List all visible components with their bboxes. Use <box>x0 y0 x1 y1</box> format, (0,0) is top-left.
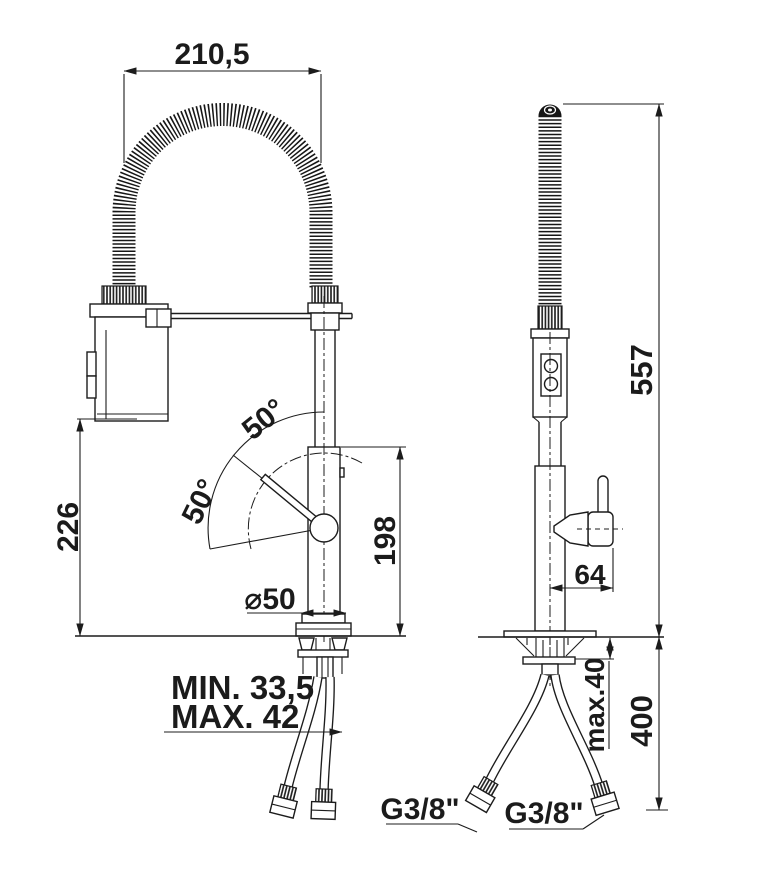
angle-ray-100 <box>209 527 325 550</box>
clamp-wing-left <box>298 637 315 651</box>
spray-button-top <box>86 351 97 377</box>
supply-hoses-side <box>484 673 604 788</box>
spring-cap-center <box>548 108 552 112</box>
hose-connector <box>590 780 620 817</box>
hose-fitting-side <box>537 305 563 330</box>
dim-base-diameter: ⌀50 <box>244 583 295 616</box>
spray-button-icon <box>543 376 559 392</box>
hose-fitting-right <box>311 285 339 304</box>
dim-spout-height: 226 <box>52 502 85 552</box>
front-view: 210,5 50° 50° <box>52 38 406 821</box>
spout-socket <box>310 312 340 331</box>
dim-hose-drop: 400 <box>624 695 659 747</box>
dim-handle-offset: 64 <box>574 559 606 590</box>
side-view: 64 <box>380 103 668 833</box>
base-flange-top <box>301 613 346 624</box>
handle-lever-side <box>597 475 609 515</box>
thread-label-left: G3/8" <box>380 793 459 826</box>
dim-body-height: 198 <box>369 516 402 566</box>
spray-head-body <box>94 316 169 422</box>
dim-hole-min: MIN. 33,5 <box>171 669 314 706</box>
spring-hose-front <box>112 103 333 288</box>
swing-arc-outer <box>207 411 325 550</box>
leader-line <box>582 814 605 830</box>
spout-socket-collar <box>307 302 343 314</box>
dim-total-height: 557 <box>624 344 659 396</box>
head-holder-bracket <box>145 308 172 328</box>
handle-nose <box>553 511 589 547</box>
dim-counter-thickness: max.40 <box>579 658 610 753</box>
hose-connector <box>310 788 337 821</box>
dim-angle-upper: 50° <box>236 393 292 447</box>
spray-button-icon <box>543 358 559 374</box>
clamp-wing-right <box>331 637 348 651</box>
head-taper <box>532 416 568 423</box>
spray-button-bottom <box>86 375 97 399</box>
deck-plate-side <box>503 630 597 638</box>
handle-joint <box>587 511 614 547</box>
hose-connector <box>464 775 499 814</box>
body-side-screw <box>339 467 345 478</box>
hose-guide <box>316 656 334 679</box>
leader-line <box>457 823 478 833</box>
handle-pivot <box>309 513 339 543</box>
dim-hole-max: MAX. 42 <box>171 698 299 735</box>
hose-guide-side <box>541 663 559 676</box>
dim-top-width: 210,5 <box>174 38 249 71</box>
swing-arc-mid <box>247 452 363 550</box>
hose-fitting-left <box>101 285 147 305</box>
clamp-strut <box>565 637 585 657</box>
clamp-nut <box>522 656 576 665</box>
thread-label-right: G3/8" <box>504 797 583 830</box>
clamp-strut <box>515 637 535 657</box>
hose-connector <box>268 783 299 819</box>
spring-cap-ring <box>543 105 557 115</box>
clamp-bar <box>297 649 349 658</box>
